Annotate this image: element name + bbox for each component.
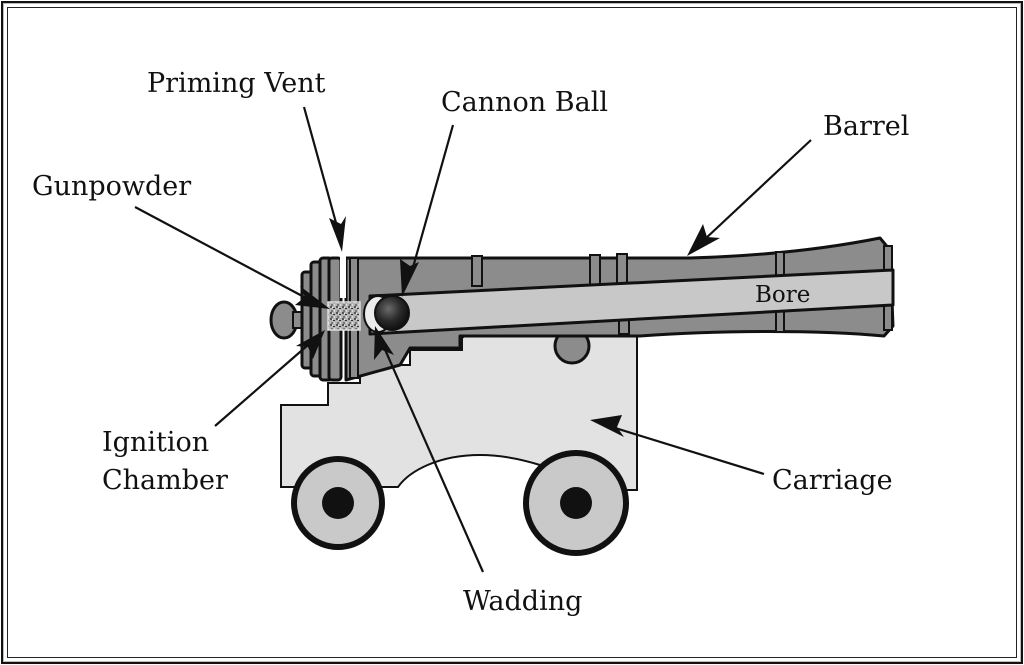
arrowhead-priming-vent [329,216,346,252]
wheel-rear [291,456,385,550]
gunpowder-charge [327,301,361,331]
arrowhead-carriage [590,415,624,437]
barrel-ring [589,254,601,286]
image-frame-inner [7,7,1017,658]
arrowhead-wadding [374,326,394,360]
label-gunpowder: Gunpowder [32,171,191,202]
label-wadding: Wadding [463,586,582,617]
label-priming-vent: Priming Vent [147,68,326,99]
priming-vent [340,252,346,298]
label-ignition-line2: Chamber [102,465,228,496]
leader-cannon-ball [408,124,455,279]
label-cannon-ball: Cannon Ball [441,87,608,118]
leader-carriage [611,425,765,476]
leader-gunpowder [134,206,307,299]
wheel-hub [560,487,592,519]
wheel-front [523,450,629,556]
leader-priming-vent [302,106,340,231]
barrel [269,236,895,382]
arrowhead-ignition-chamber [296,330,325,359]
barrel-ring [471,255,483,287]
leader-barrel [703,139,812,241]
leader-ignition-chamber [214,344,309,427]
leader-wadding [381,344,485,573]
cannon-ball [374,295,410,331]
arrowhead-gunpowder [295,286,330,309]
barrel-ring [616,253,628,285]
arrowhead-cannon-ball [400,259,419,297]
label-carriage: Carriage [772,465,893,496]
label-bore: Bore [755,282,810,308]
wheel-hub [322,487,354,519]
label-ignition-line1: Ignition [102,427,209,458]
arrowhead-barrel [687,224,720,256]
label-barrel: Barrel [823,111,909,142]
